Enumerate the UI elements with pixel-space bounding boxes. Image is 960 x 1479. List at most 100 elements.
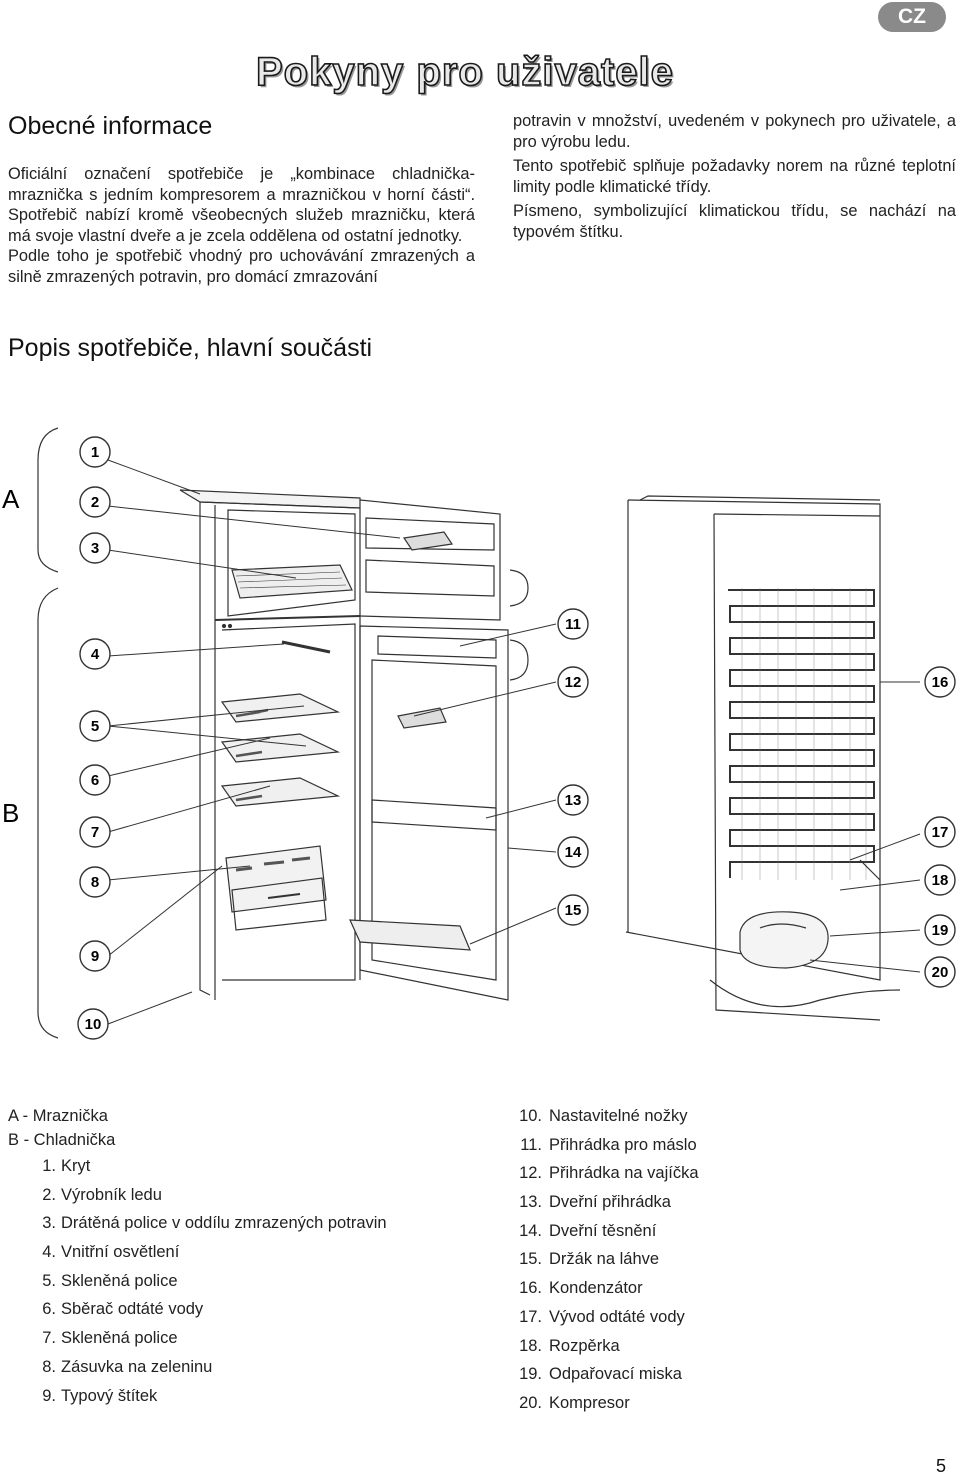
callout-badge: 13 xyxy=(557,784,589,816)
intro-paragraph-1: Oficiální označení spotřebiče je „kombin… xyxy=(8,165,475,245)
legend-item-label: Kryt xyxy=(61,1157,91,1175)
legend-item: 9. Typový štítek xyxy=(8,1382,387,1411)
callout-number: 4 xyxy=(91,646,100,663)
legend-item: 15. Držák na láhve xyxy=(500,1245,699,1274)
callout-circle xyxy=(924,914,956,946)
legend-item: 12.Přihrádka na vajíčka xyxy=(500,1159,698,1188)
legend-item-label: Dveřní přihrádka xyxy=(549,1193,671,1212)
group-letter-b: B xyxy=(2,798,19,828)
legend-item-label: Držák na láhve xyxy=(549,1250,660,1269)
callout-badge: 2 xyxy=(79,486,111,518)
callout-number: 16 xyxy=(932,674,949,691)
legend-group-b: B - Chladnička xyxy=(8,1131,116,1149)
callout-number: 12 xyxy=(565,674,582,691)
callout-badge: 10 xyxy=(77,1008,109,1040)
callout-number: 6 xyxy=(91,772,99,789)
callout-number: 1 xyxy=(91,444,99,461)
page-title: Pokyny pro uživatele xyxy=(255,49,674,95)
callout-circle xyxy=(557,836,589,868)
legend-item-number: 18. xyxy=(519,1336,542,1355)
legend-item-label: Skleněná police xyxy=(61,1271,178,1290)
language-badge: CZ xyxy=(878,2,946,32)
callout-badge: 4 xyxy=(79,638,111,670)
legend-item: 14. Dveřní těsnění xyxy=(500,1217,699,1246)
legend-group-a: A - Mraznička xyxy=(8,1107,108,1125)
legend-item: 11.Přihrádka pro máslo xyxy=(500,1131,699,1160)
callout-circle xyxy=(79,486,111,518)
callout-badge: 1 xyxy=(79,436,111,468)
legend-item-label: Vnitřní osvětlení xyxy=(61,1243,180,1262)
callout-number: 18 xyxy=(932,872,949,889)
legend-item-number: 12. xyxy=(519,1164,542,1183)
callout-circle xyxy=(79,816,111,848)
legend-item: 1.Kryt xyxy=(8,1152,387,1181)
intro-text-right: potravin v množství, uvedeném v pokynech… xyxy=(513,111,956,246)
legend-item-number: 14. xyxy=(519,1221,542,1240)
group-letter-a: A xyxy=(2,484,20,514)
page-number: 5 xyxy=(936,1456,947,1476)
legend-item: 10.Nastavitelné nožky xyxy=(500,1102,699,1131)
callout-circle xyxy=(77,1008,109,1040)
legend-item-number: 15. xyxy=(519,1250,542,1269)
legend-item-label: Dveřní těsnění xyxy=(549,1221,657,1240)
legend-item-number: 16. xyxy=(519,1279,542,1298)
callout-number: 17 xyxy=(932,824,949,841)
callout-circle xyxy=(79,436,111,468)
fridge-back-drawing xyxy=(625,495,901,1021)
legend-item: 13. Dveřní přihrádka xyxy=(500,1188,699,1217)
callout-badge: 8 xyxy=(79,866,111,898)
callout-badge: 6 xyxy=(79,764,111,796)
callout-circle xyxy=(924,666,956,698)
legend-item-number: 7. xyxy=(42,1329,56,1348)
legend-item: 20.Kompresor xyxy=(500,1389,699,1418)
callout-badge: 12 xyxy=(557,666,589,698)
callout-number: 3 xyxy=(91,540,99,557)
legend-item-number: 13. xyxy=(519,1193,542,1212)
legend-item-number: 17. xyxy=(519,1307,542,1326)
callout-badge: 7 xyxy=(79,816,111,848)
callout-circle xyxy=(79,866,111,898)
callout-circle xyxy=(557,784,589,816)
right-paragraph-2: Tento spotřebič splňuje požadavky norem … xyxy=(513,157,956,196)
legend-item-label: Kompresor xyxy=(549,1393,630,1412)
legend-item-label: Sběrač odtáté vody xyxy=(61,1300,204,1319)
callout-badge: 11 xyxy=(557,608,589,640)
legend-item-number: 10. xyxy=(519,1107,542,1125)
legend-item-label: Skleněná police xyxy=(61,1329,178,1348)
legend-item-number: 9. xyxy=(42,1386,56,1405)
legend-item-label: Odpařovací miska xyxy=(549,1365,682,1384)
legend-item: 7. Skleněná police xyxy=(8,1324,387,1353)
legend-item-number: 11. xyxy=(520,1135,542,1154)
intro-paragraph-2: Podle toho je spotřebič vhodný pro uchov… xyxy=(8,247,475,286)
callout-circle xyxy=(924,864,956,896)
legend-item-label: Typový štítek xyxy=(61,1386,158,1405)
callout-number: 9 xyxy=(91,948,99,965)
legend-item: 19.Odpařovací miska xyxy=(500,1360,699,1389)
callout-number: 14 xyxy=(565,844,582,861)
legend-item: 2.Výrobník ledu xyxy=(8,1181,387,1210)
legend-item-number: 6. xyxy=(42,1300,56,1319)
section-heading-parts: Popis spotřebiče, hlavní součásti xyxy=(8,334,373,362)
callout-badge: 19 xyxy=(924,914,956,946)
bracket-b xyxy=(37,587,59,1039)
legend-item-label: Vývod odtáté vody xyxy=(549,1307,685,1326)
legend-item: 17. Vývod odtáté vody xyxy=(500,1303,699,1332)
callout-badge: 17 xyxy=(924,816,956,848)
callout-badge: 16 xyxy=(924,666,956,698)
legend-item: 8.Zásuvka na zeleninu xyxy=(8,1353,387,1382)
callout-circle xyxy=(557,666,589,698)
legend-item-label: Rozpěrka xyxy=(549,1336,620,1355)
callout-circle xyxy=(79,940,111,972)
callout-number: 10 xyxy=(85,1016,102,1033)
right-paragraph-3: Písmeno, symbolizující klimatickou třídu… xyxy=(513,202,956,241)
legend-item-label: Výrobník ledu xyxy=(61,1185,162,1204)
callout-number: 2 xyxy=(91,494,99,511)
callout-circle xyxy=(79,764,111,796)
bracket-a xyxy=(37,427,59,573)
callout-number: 8 xyxy=(91,874,99,891)
callout-number: 5 xyxy=(91,718,99,735)
legend-item-number: 4. xyxy=(42,1243,56,1262)
legend-item-number: 5. xyxy=(42,1271,56,1290)
